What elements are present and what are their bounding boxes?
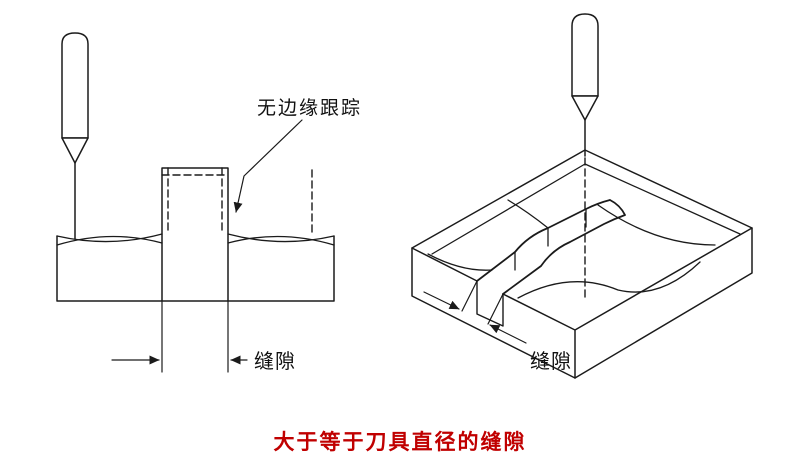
right-extension-ticks <box>461 280 504 325</box>
left-diagram-section: 缝隙 无边缘跟踪 <box>56 32 362 373</box>
diagram-canvas: 缝隙 无边缘跟踪 缝隙 <box>56 13 753 379</box>
right-surface-contours <box>427 199 716 299</box>
callout-leader-line <box>233 119 303 213</box>
right-diagram-section: 缝隙 <box>411 13 753 379</box>
right-slit-wall-verticals <box>514 208 587 271</box>
right-block-front-edges <box>411 227 753 379</box>
right-dim-arrow-upper <box>423 291 460 310</box>
left-gap-label: 缝隙 <box>254 350 296 373</box>
right-tool-cylinder <box>571 13 599 97</box>
left-hidden-edges-dashed <box>161 167 313 237</box>
right-tool-tip <box>571 95 599 121</box>
right-block-inner-rim <box>431 163 741 255</box>
left-boss <box>161 167 229 302</box>
left-workpiece-outline <box>56 235 335 302</box>
caption-text: 大于等于刀具直径的缝隙 <box>273 430 527 454</box>
left-surface-curves <box>56 233 335 246</box>
right-dim-arrow-lower <box>489 324 527 344</box>
right-gap-label: 缝隙 <box>530 350 572 373</box>
right-block-outline <box>411 149 753 379</box>
left-tool-cylinder <box>61 32 89 139</box>
left-tool-tip <box>61 137 89 164</box>
left-extension-lines <box>161 300 229 373</box>
callout-no-edge-tracking: 无边缘跟踪 <box>257 97 362 119</box>
